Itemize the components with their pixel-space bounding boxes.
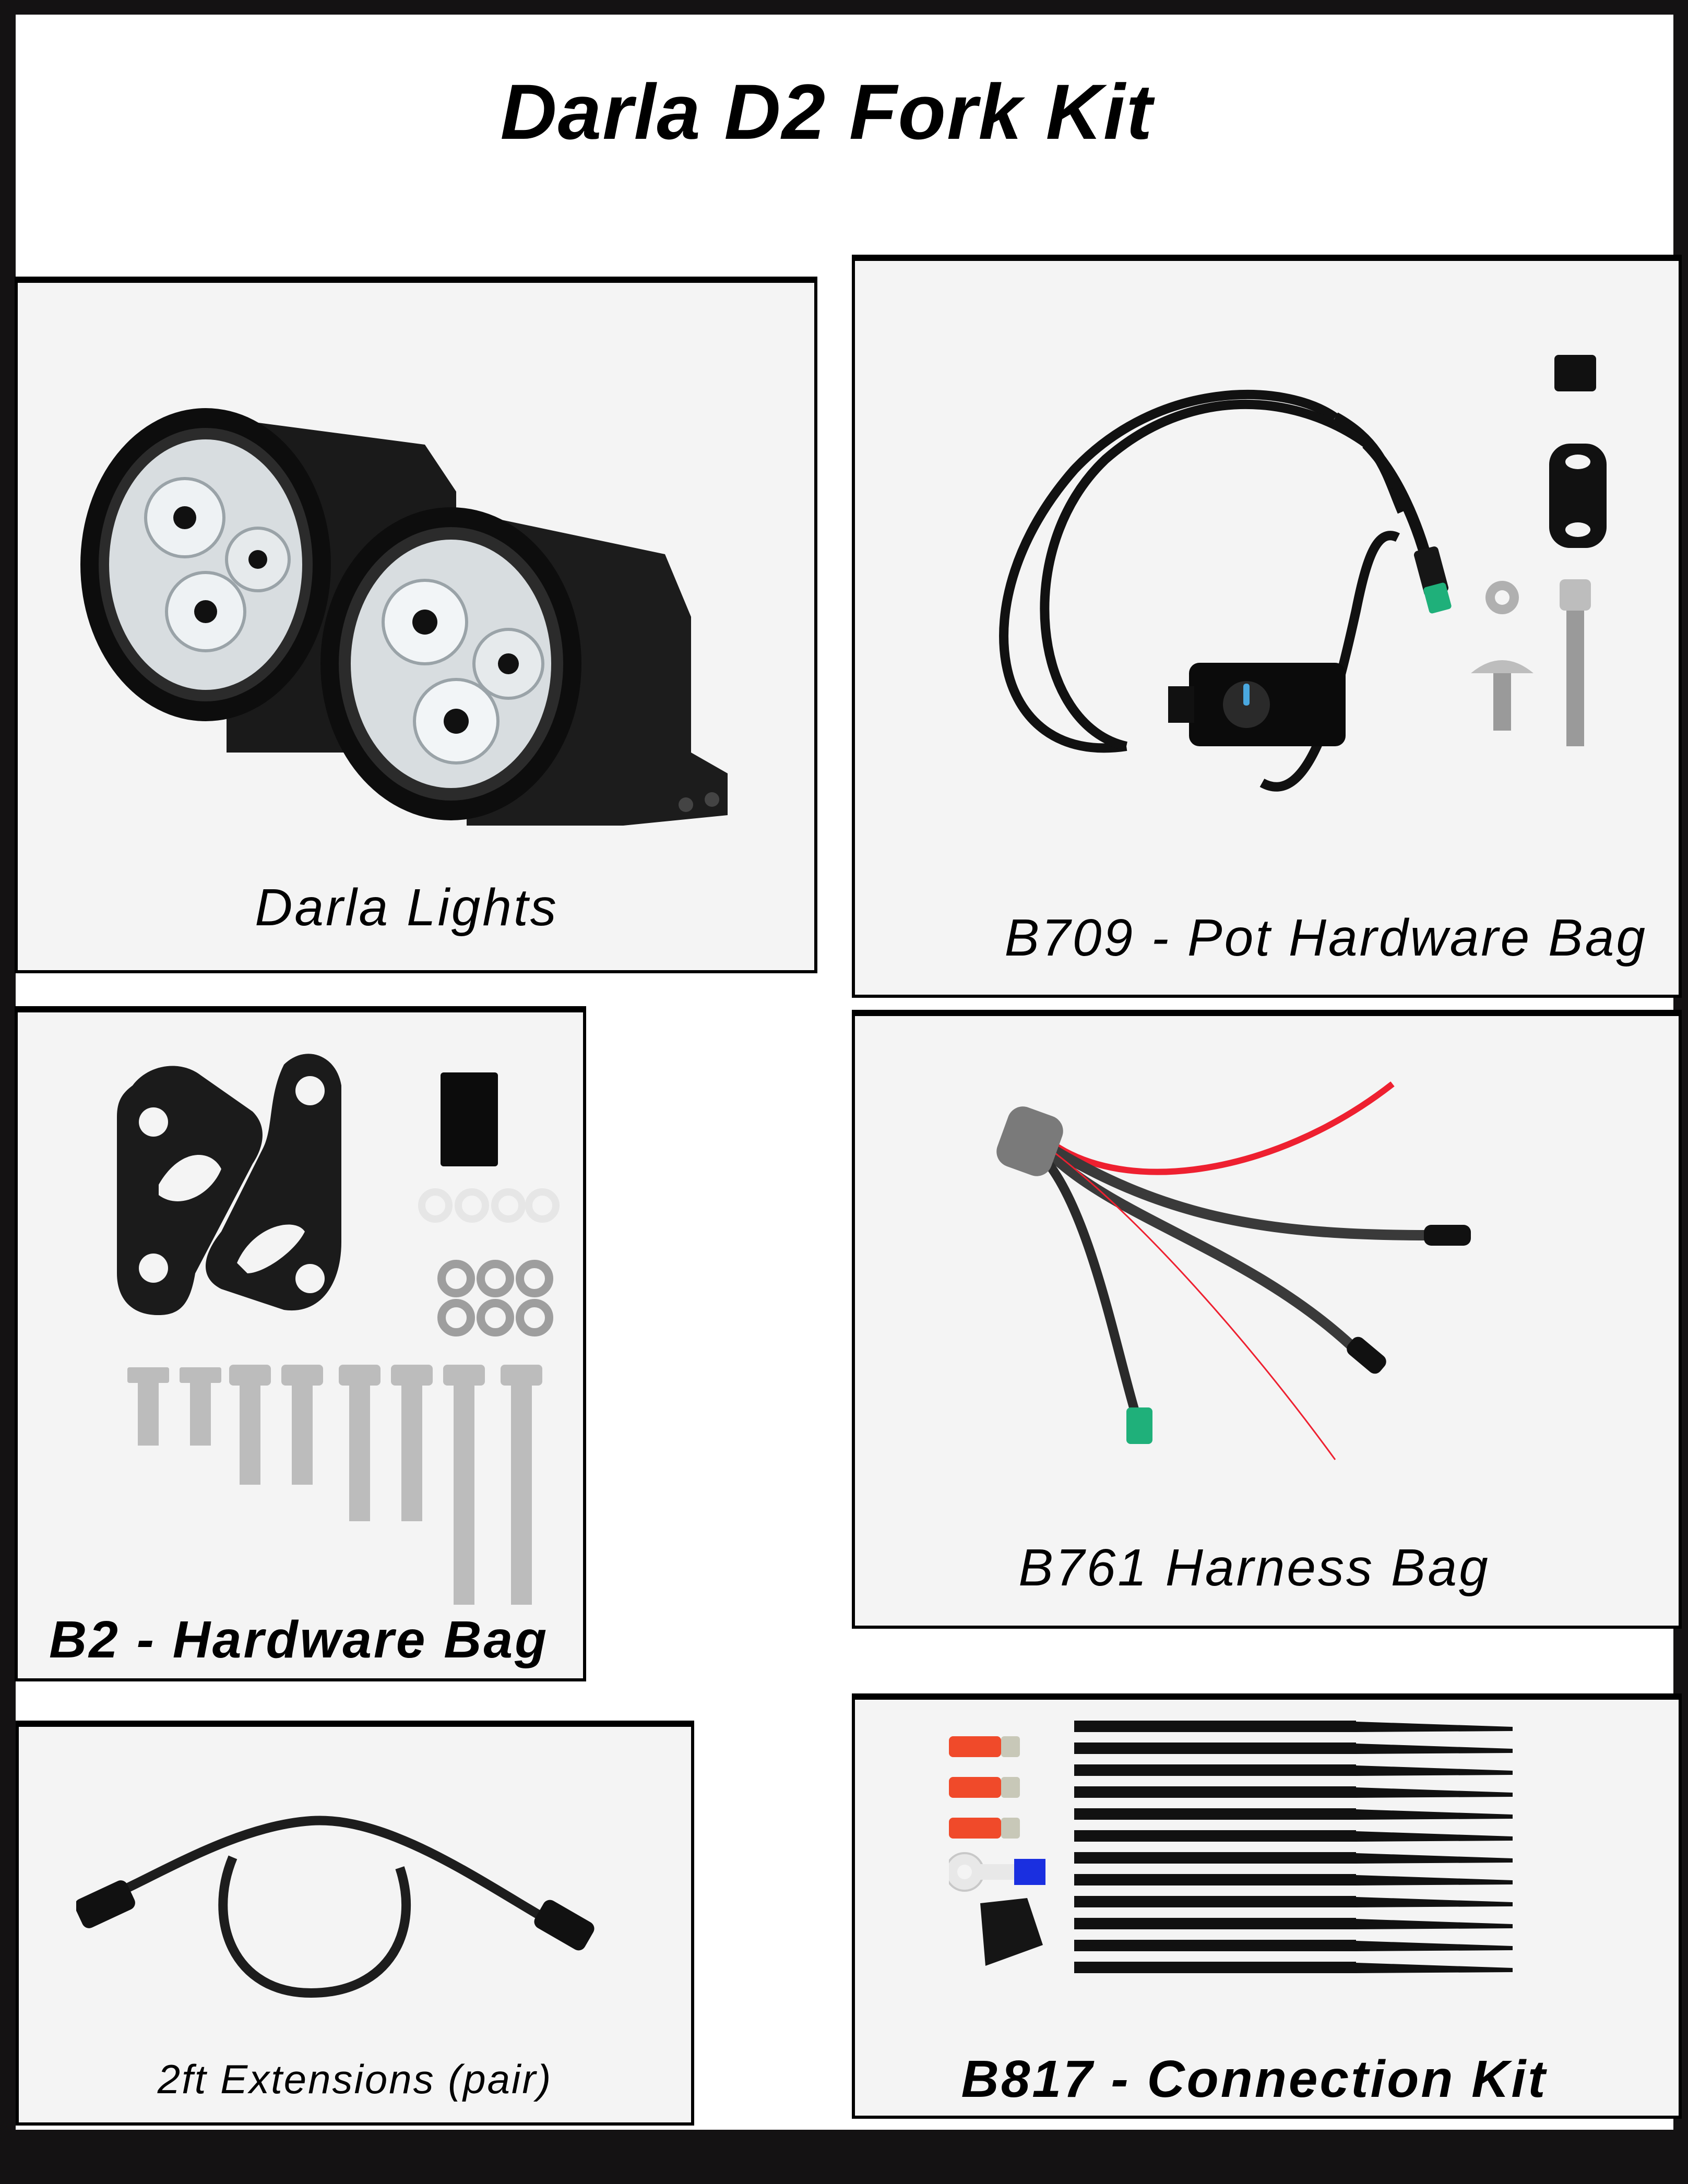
brackets-bolts-image (96, 1044, 566, 1618)
panel-b709-pot-hardware-bag: B709 - Pot Hardware Bag (852, 255, 1682, 998)
panel-2ft-extensions: 2ft Extensions (pair) (16, 1721, 694, 2126)
caption-b761: B761 Harness Bag (1018, 1538, 1490, 1597)
panel-b761-harness-bag: B761 Harness Bag (852, 1010, 1682, 1629)
darla-lights-image (49, 356, 806, 826)
page-title: Darla D2 Fork Kit (500, 68, 1154, 156)
caption-extensions: 2ft Extensions (pair) (157, 2056, 553, 2102)
pot-switch-image (970, 339, 1622, 861)
connection-kit-image (949, 1721, 1617, 1992)
caption-b2: B2 - Hardware Bag (49, 1610, 549, 1669)
extension-cable-image (76, 1816, 650, 2024)
panel-darla-lights: Darla Lights (15, 277, 817, 973)
harness-image (959, 1063, 1586, 1533)
panel-b2-hardware-bag: B2 - Hardware Bag (15, 1006, 586, 1681)
caption-b817: B817 - Connection Kit (961, 2050, 1548, 2108)
caption-b709: B709 - Pot Hardware Bag (1004, 909, 1647, 967)
kit-page: Darla D2 Fork Kit (15, 15, 1682, 2130)
panel-b817-connection-kit: B817 - Connection Kit (852, 1693, 1682, 2119)
caption-darla-lights: Darla Lights (255, 878, 558, 937)
